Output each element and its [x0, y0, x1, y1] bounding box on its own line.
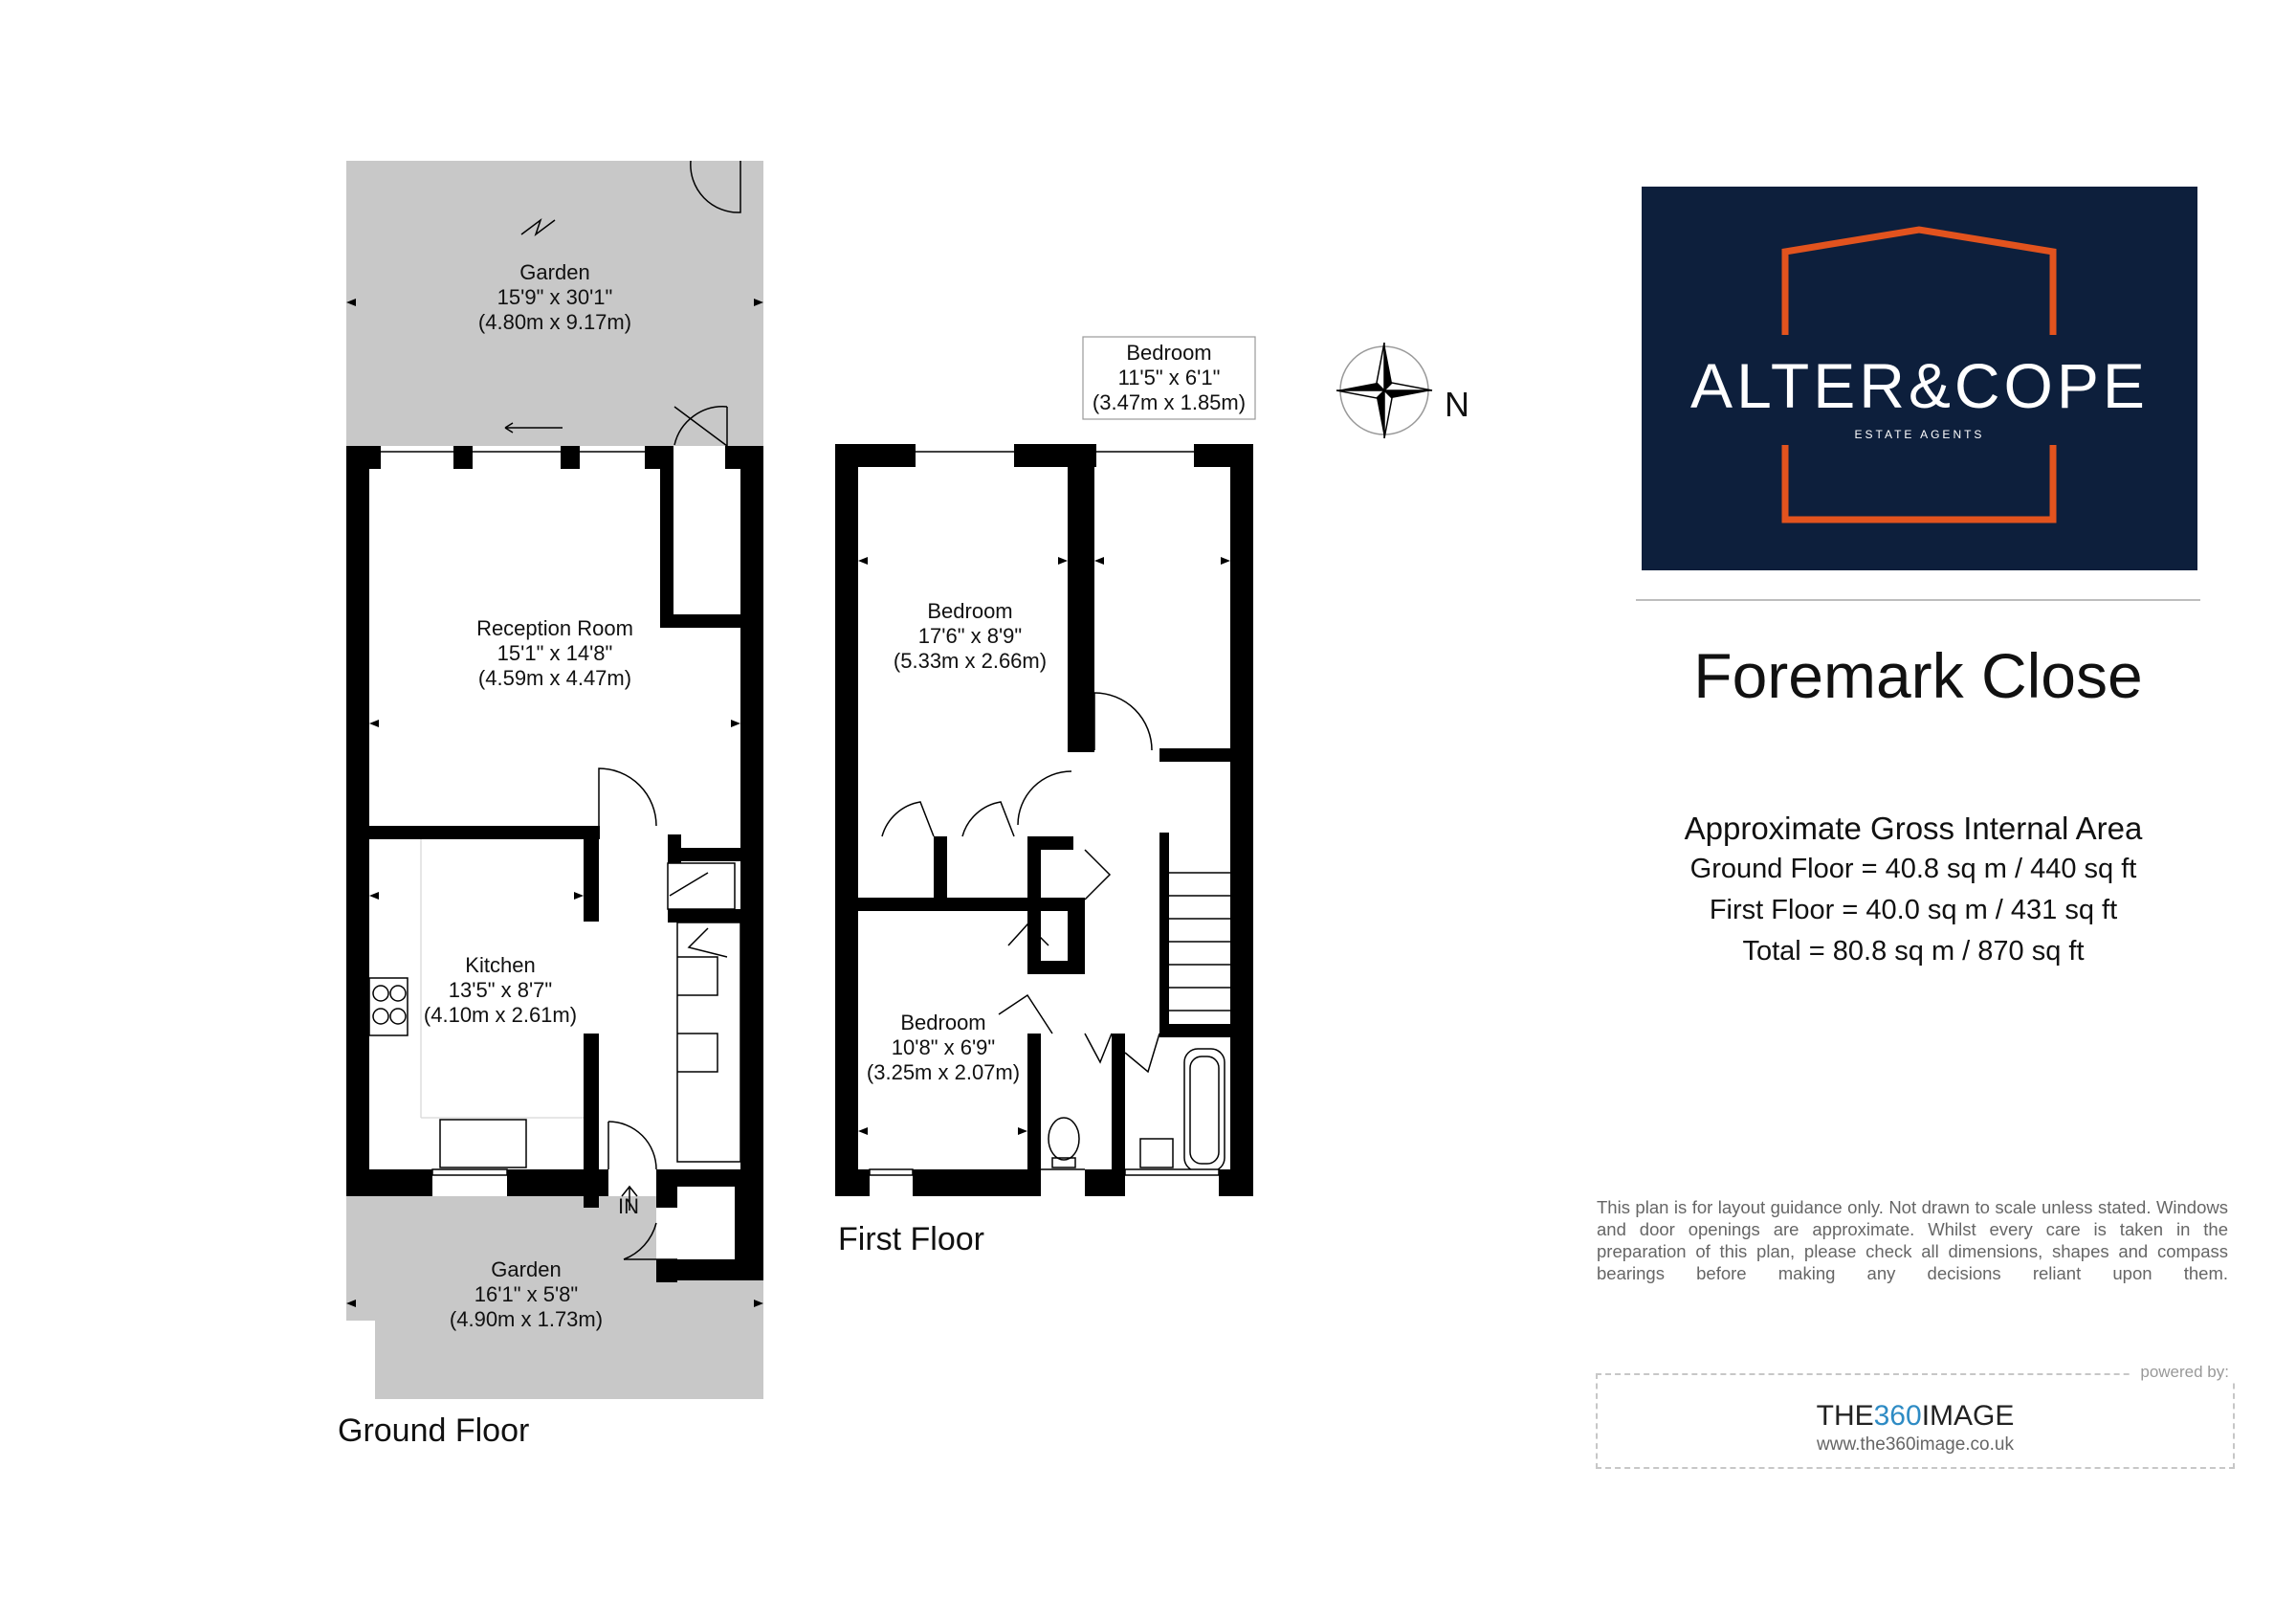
garden-areas [346, 161, 763, 1399]
room-metric: (5.33m x 2.66m) [893, 649, 1048, 673]
brand-tagline: ESTATE AGENTS [1854, 428, 1985, 441]
brand-prefix: THE [1816, 1400, 1874, 1432]
room-metric: (4.10m x 2.61m) [423, 1003, 578, 1027]
room-metric: (3.25m x 2.07m) [866, 1060, 1021, 1084]
room-name: Kitchen [465, 953, 536, 977]
property-title: Foremark Close [1693, 640, 2143, 711]
first-floor-fixtures [869, 451, 1230, 1176]
main-bedroom-label: Bedroom 17'6" x 8'9" (5.33m x 2.66m) [865, 599, 1075, 674]
room-imperial: 16'1" x 5'8" [474, 1282, 579, 1306]
room-metric: (3.47m x 1.85m) [1092, 390, 1247, 414]
room-name: Bedroom [900, 1011, 986, 1034]
brand-highlight: 360 [1873, 1400, 1922, 1432]
compass-north-label: N [1445, 385, 1469, 424]
header-divider [1636, 599, 2200, 601]
room-imperial: 11'5" x 6'1" [1117, 366, 1221, 389]
bedroom-label-box [1082, 336, 1256, 420]
area-ground-floor: Ground Floor = 40.8 sq m / 440 sq ft [1689, 854, 2137, 884]
dimension-markers [346, 299, 1230, 1307]
room-name: Bedroom [927, 599, 1013, 623]
powered-by-label: powered by: [2132, 1363, 2237, 1382]
room-metric: (4.90m x 1.73m) [449, 1307, 604, 1331]
third-bedroom-label: Bedroom 10'8" x 6'9" (3.25m x 2.07m) [848, 1011, 1039, 1085]
room-metric: (4.80m x 9.17m) [477, 310, 632, 334]
ground-floor-title: Ground Floor [338, 1412, 530, 1449]
rear-garden-area [346, 161, 763, 446]
bedroom-two-label: Bedroom 11'5" x 6'1" (3.47m x 1.85m) [1083, 341, 1255, 415]
front-garden-label: Garden 16'1" x 5'8" (4.90m x 1.73m) [400, 1257, 652, 1332]
powered-by-box: THE360IMAGE www.the360image.co.uk [1596, 1373, 2235, 1469]
brand-name: ALTER&COPE [1690, 350, 2149, 421]
room-imperial: 10'8" x 6'9" [891, 1035, 996, 1059]
rear-garden-label: Garden 15'9" x 30'1" (4.80m x 9.17m) [428, 260, 682, 335]
room-imperial: 15'9" x 30'1" [497, 285, 613, 309]
area-heading: Approximate Gross Internal Area [1684, 811, 2143, 846]
room-name: Reception Room [476, 616, 633, 640]
kitchen-label: Kitchen 13'5" x 8'7" (4.10m x 2.61m) [390, 953, 610, 1028]
house-outline-icon [1781, 226, 2057, 523]
room-imperial: 17'6" x 8'9" [917, 624, 1023, 648]
brand-logo: ALTER&COPE ESTATE AGENTS [1642, 187, 2197, 570]
first-floor-title: First Floor [838, 1221, 984, 1257]
entrance-label: IN [618, 1194, 639, 1218]
area-first-floor: First Floor = 40.0 sq m / 431 sq ft [1709, 895, 2118, 925]
reception-room-label: Reception Room 15'1" x 14'8" (4.59m x 4.… [428, 616, 682, 691]
powered-brand-url: www.the360image.co.uk [1817, 1434, 2014, 1455]
disclaimer-text: This plan is for layout guidance only. N… [1597, 1197, 2228, 1283]
front-garden-area [346, 1196, 763, 1399]
powered-brand-name: THE360IMAGE [1598, 1400, 2233, 1433]
ground-floor-fixtures [368, 160, 741, 1260]
ground-floor-walls [346, 446, 763, 1282]
first-floor-walls [835, 444, 1253, 1196]
area-total: Total = 80.8 sq m / 870 sq ft [1742, 936, 2085, 967]
gross-area-summary: Approximate Gross Internal Area Ground F… [1607, 808, 2219, 972]
room-imperial: 13'5" x 8'7" [448, 978, 553, 1002]
room-imperial: 15'1" x 14'8" [497, 641, 613, 665]
room-name: Bedroom [1126, 341, 1212, 365]
brand-suffix: IMAGE [1921, 1400, 2015, 1432]
room-metric: (4.59m x 4.47m) [477, 666, 632, 690]
room-name: Garden [491, 1257, 562, 1281]
compass-rose-icon [1336, 342, 1433, 439]
room-name: Garden [519, 260, 590, 284]
